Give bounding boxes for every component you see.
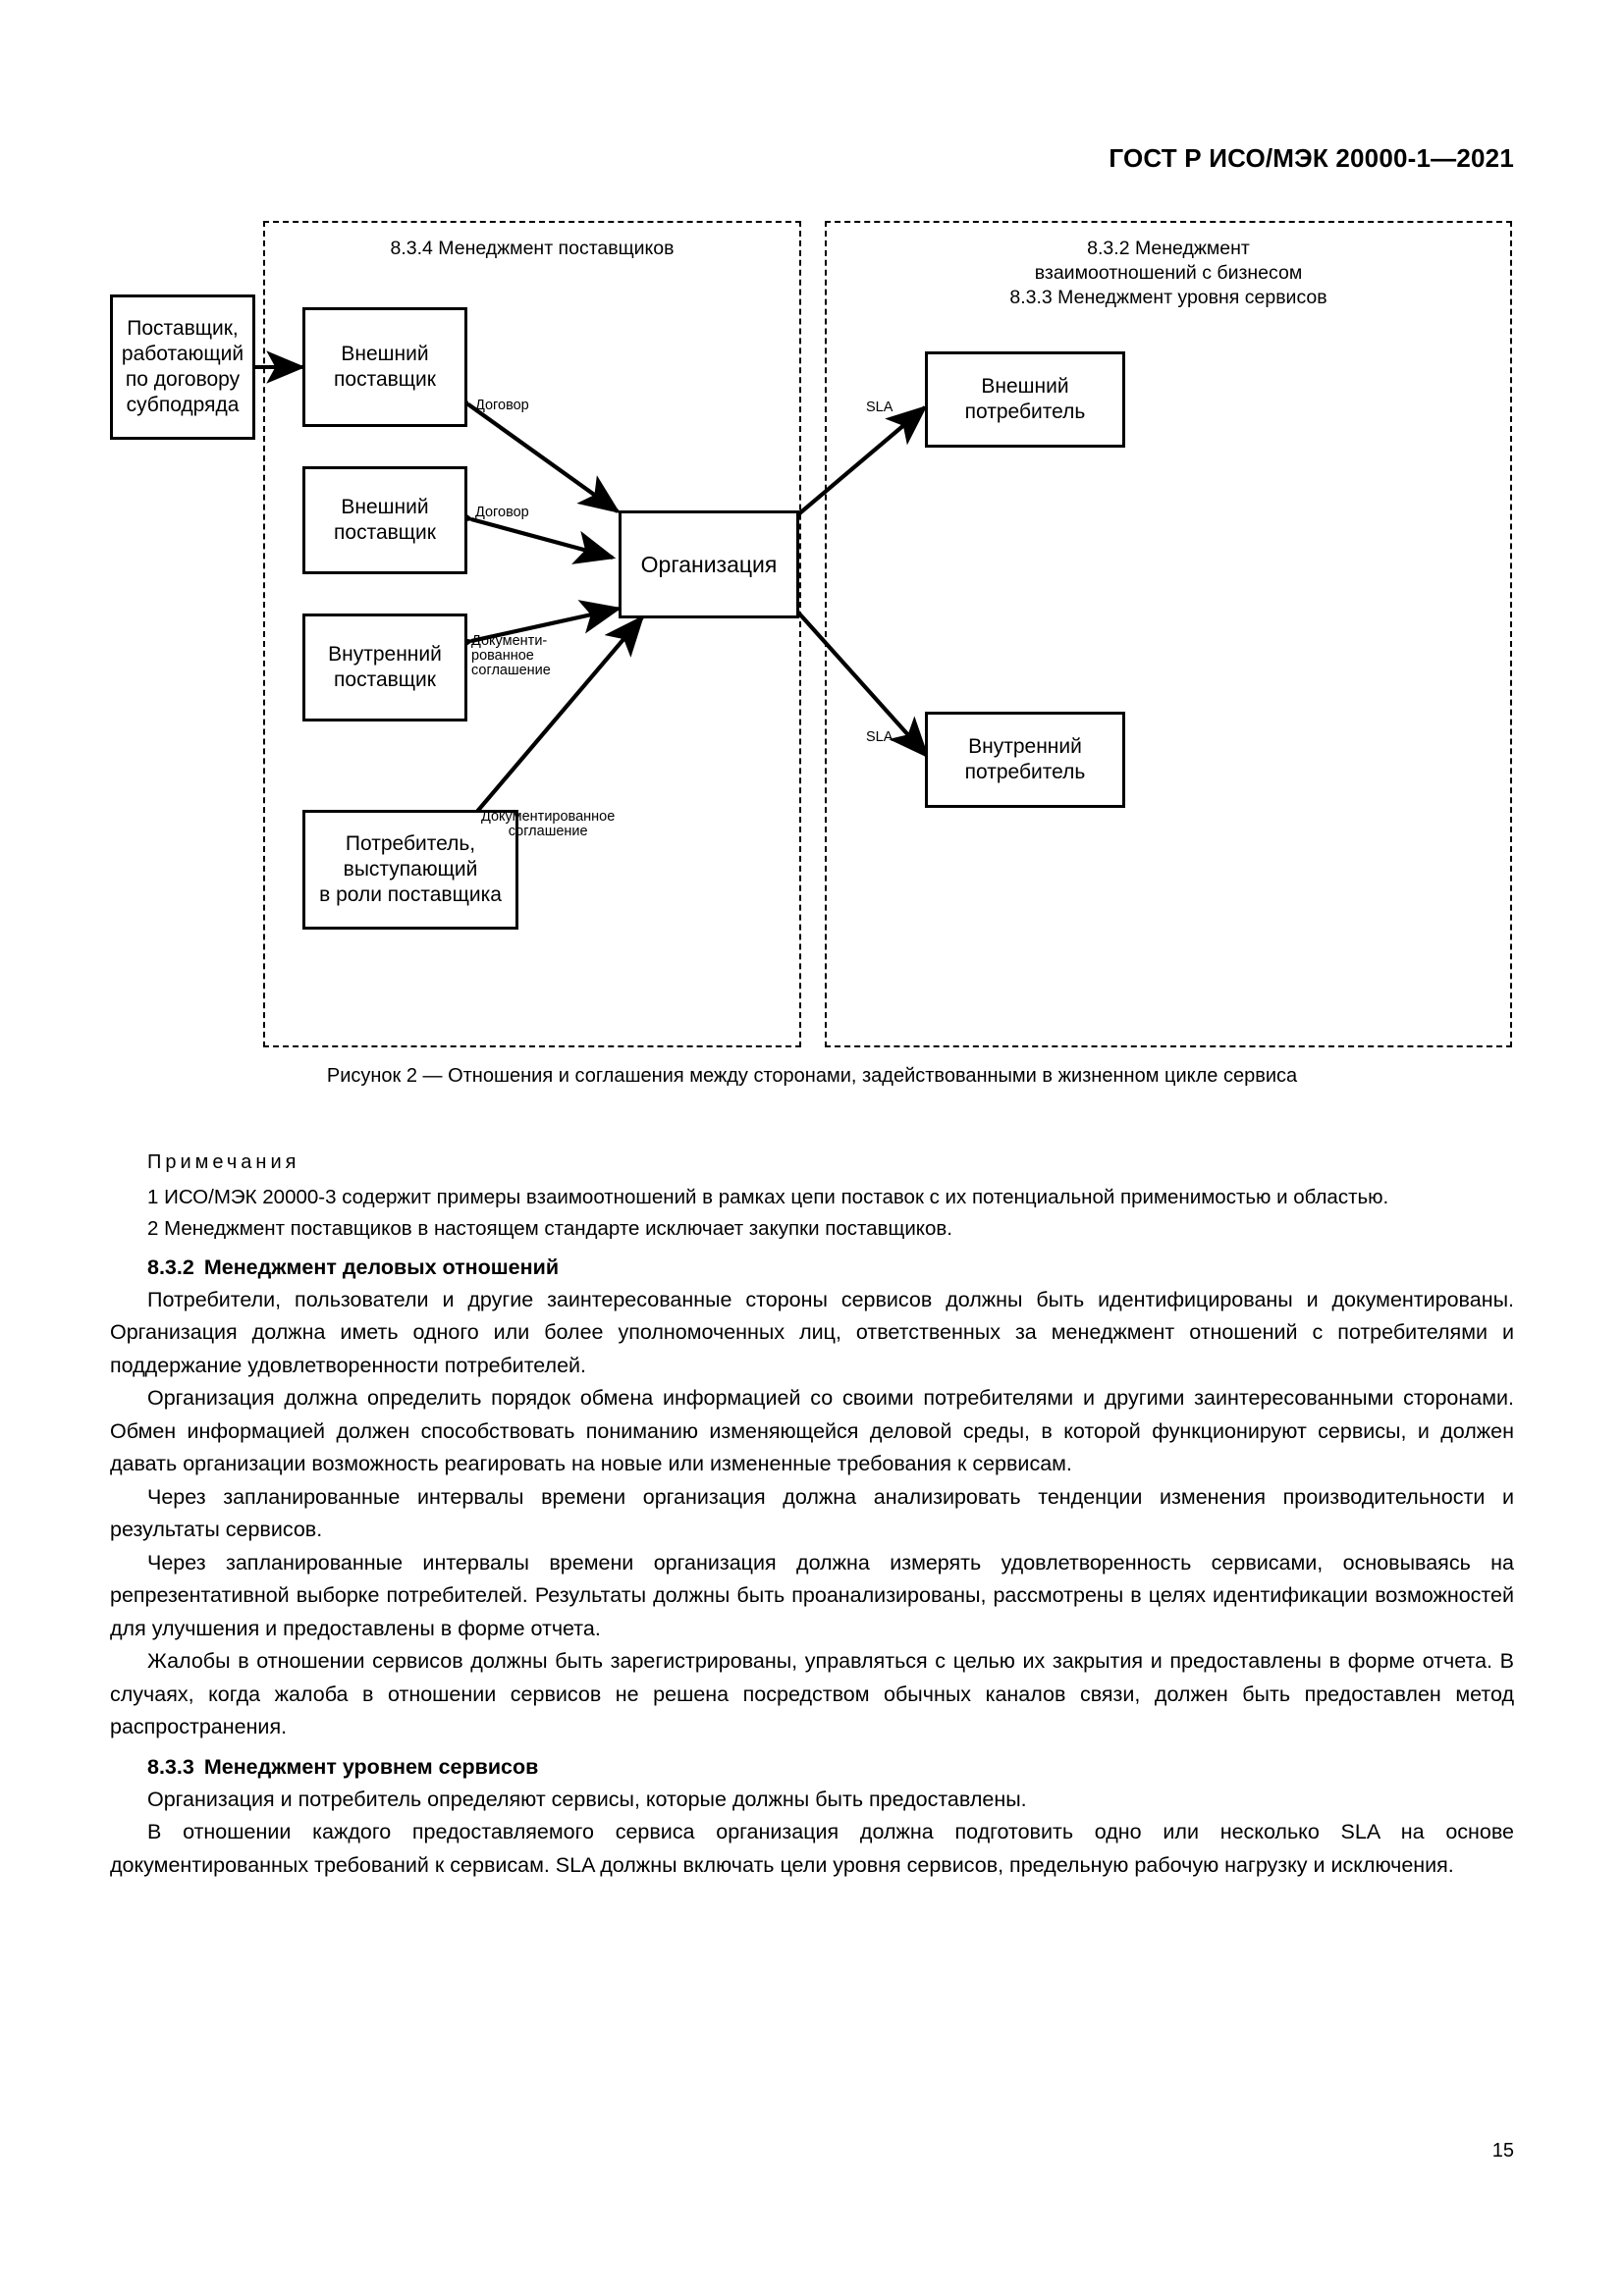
paragraph: Организация должна определить порядок об… [110, 1386, 1514, 1475]
group-business-relationship-management: 8.3.2 Менеджмент взаимоотношений с бизне… [825, 221, 1512, 1047]
page-number: 15 [1491, 2140, 1514, 2162]
group-business-relationship-management-title: 8.3.2 Менеджмент взаимоотношений с бизне… [1009, 238, 1327, 308]
edge-label-contract-2: Договор [475, 505, 529, 520]
document-body: Примечания 1 ИСО/МЭК 20000-3 содержит пр… [110, 1147, 1514, 1882]
figure-arrows [219, 350, 930, 854]
paragraph: Через запланированные интервалы времени … [110, 1484, 1514, 1542]
node-organization: Организация [619, 510, 799, 618]
group-supplier-management-title: 8.3.4 Менеджмент поставщиков [390, 238, 675, 259]
paragraph: Через запланированные интервалы времени … [110, 1550, 1514, 1640]
section-number: 8.3.2 [147, 1255, 194, 1279]
section-number: 8.3.3 [147, 1754, 194, 1779]
node-external-supplier-2: Внешний поставщик [302, 466, 467, 574]
section-title: Менеджмент уровнем сервисов [203, 1754, 539, 1779]
section-title: Менеджмент деловых отношений [203, 1255, 560, 1279]
section-heading-8-3-2: 8.3.2 Менеджмент деловых отношений [147, 1251, 1514, 1284]
node-internal-customer: Внутренний потребитель [925, 712, 1125, 808]
paragraph: Потребители, пользователи и другие заинт… [110, 1287, 1514, 1377]
node-internal-supplier: Внутренний поставщик [302, 614, 467, 721]
edge-label-sla-2: SLA [866, 729, 893, 745]
figure-caption: Рисунок 2 — Отношения и соглашения между… [326, 1065, 1298, 1087]
edge-label-sla-1: SLA [866, 400, 893, 415]
paragraph: В отношении каждого предоставляемого сер… [110, 1820, 1514, 1877]
edge-label-documented-agreement-1: Документи- рованное соглашение [471, 633, 551, 678]
note-item: 1 ИСО/МЭК 20000-3 содержит примеры взаим… [147, 1185, 1389, 1208]
page-header-standard-number: ГОСТ Р ИСО/МЭК 20000-1—2021 [1109, 143, 1514, 173]
notes-heading: Примечания [147, 1151, 300, 1173]
node-subcontracted-supplier: Поставщик, работающий по договору субпод… [110, 294, 255, 440]
note-item: 2 Менеджмент поставщиков в настоящем ста… [147, 1216, 952, 1240]
node-external-customer: Внешний потребитель [925, 351, 1125, 448]
section-heading-8-3-3: 8.3.3 Менеджмент уровнем сервисов [147, 1750, 1514, 1784]
node-external-supplier-1: Внешний поставщик [302, 307, 467, 427]
edge-label-documented-agreement-2: Документированное соглашение [481, 809, 616, 839]
paragraph: Жалобы в отношении сервисов должны быть … [110, 1649, 1514, 1738]
edge-label-contract-1: Договор [475, 398, 529, 413]
paragraph: Организация и потребитель определяют сер… [147, 1787, 1027, 1811]
figure-2: 8.3.4 Менеджмент поставщиков 8.3.2 Менед… [110, 221, 1514, 1055]
